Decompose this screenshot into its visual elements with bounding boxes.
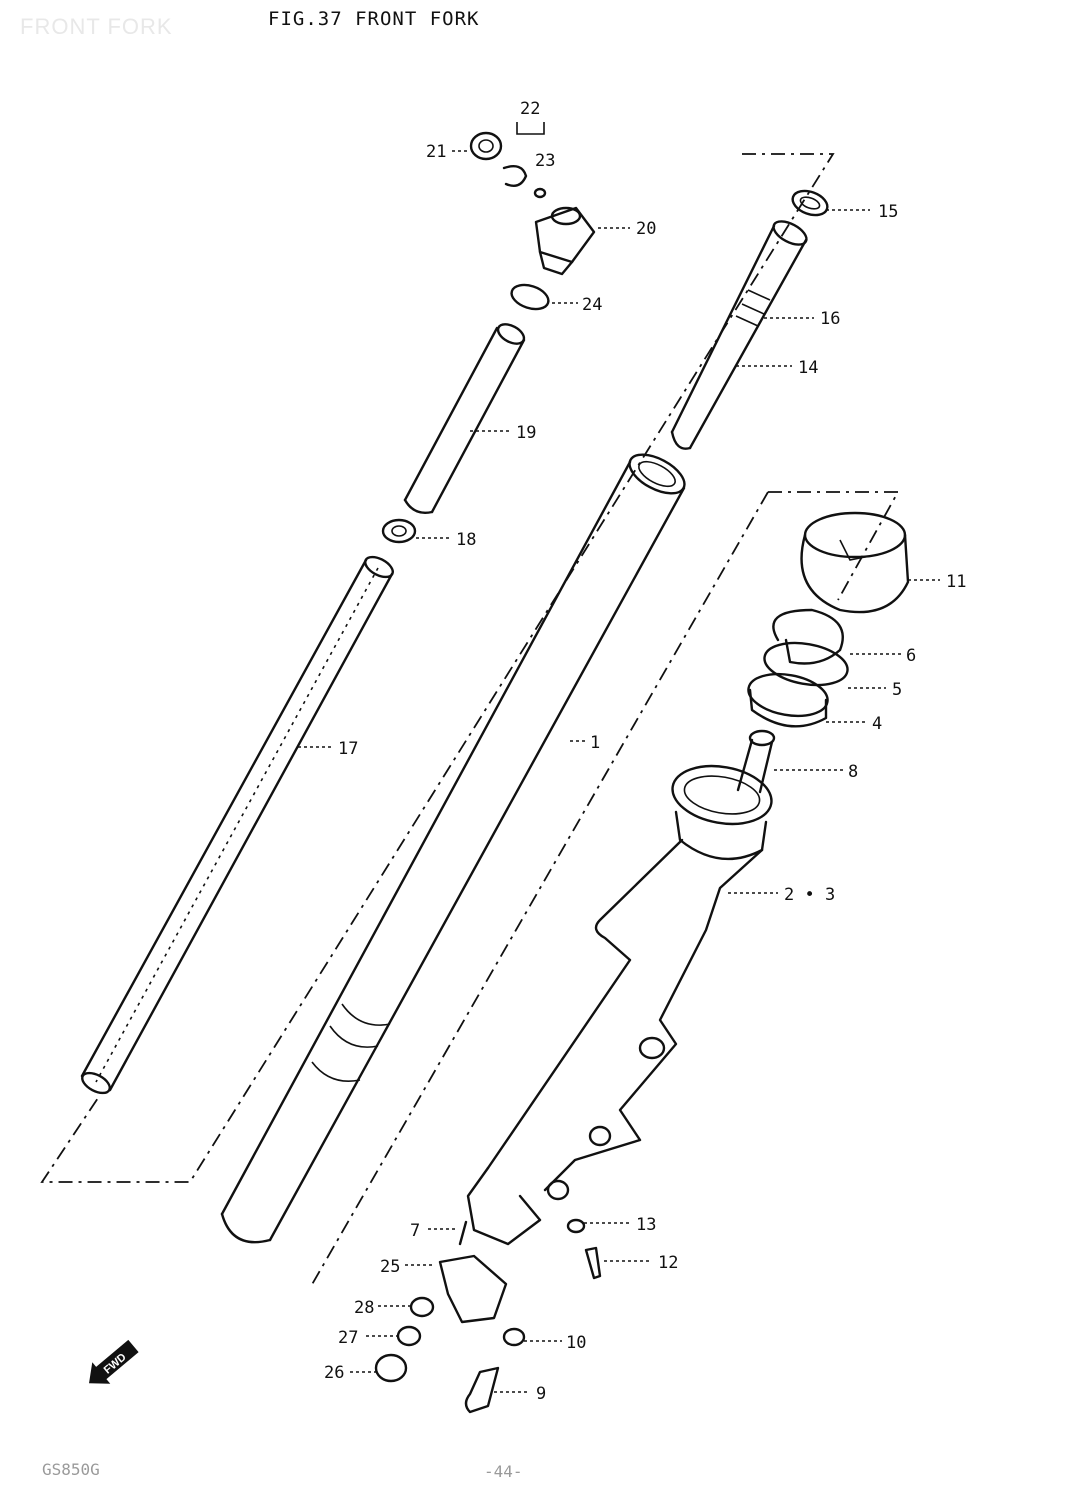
washer-28	[409, 1296, 435, 1318]
damper-bolt-9	[464, 1366, 500, 1414]
bracket-22	[516, 122, 545, 135]
outer-fork-tube	[466, 764, 773, 1246]
part-label-9: 9	[536, 1384, 546, 1404]
oil-seal-washer	[763, 641, 849, 687]
clip	[502, 165, 528, 187]
part-label-11: 11	[946, 572, 966, 592]
dust-cover	[800, 511, 910, 614]
part-label-1: 1	[590, 733, 600, 753]
part-label-4: 4	[872, 714, 882, 734]
axle-pinch-stud	[458, 1220, 468, 1246]
top-seal	[791, 189, 829, 217]
part-label-25: 25	[380, 1257, 400, 1277]
drain-screw-12	[584, 1246, 602, 1280]
part-label-24: 24	[582, 295, 602, 315]
part-label-27: 27	[338, 1328, 358, 1348]
o-ring	[510, 283, 550, 311]
part-label-28: 28	[354, 1298, 374, 1318]
oil-seal	[747, 672, 829, 728]
part-label-15: 15	[878, 202, 898, 222]
part-label-10: 10	[566, 1333, 586, 1353]
part-labels: 22 23 21 20 15 24 16 14 19 18 11 6 5 4 1…	[324, 99, 966, 1404]
model-code: GS850G	[42, 1460, 100, 1479]
watermark-text: FRONT FORK	[20, 14, 173, 39]
fwd-arrow-icon: FWD	[89, 1339, 139, 1384]
small-o-ring	[533, 187, 547, 199]
part-label-8: 8	[848, 762, 858, 782]
washer-27	[396, 1325, 422, 1347]
part-label-14: 14	[798, 358, 818, 378]
inner-fork-tube	[220, 453, 686, 1244]
part-label-18: 18	[456, 530, 476, 550]
part-label-17: 17	[338, 739, 358, 759]
assembly-group-lines	[40, 153, 900, 1289]
cap-bolt	[534, 206, 596, 276]
spacer-tube	[403, 323, 526, 514]
part-label-22: 22	[520, 99, 540, 119]
nut-26	[374, 1353, 408, 1383]
part-label-7: 7	[410, 1221, 420, 1241]
axle-holder	[438, 1254, 508, 1324]
page-number: -44-	[484, 1462, 523, 1481]
spring-seat-washer	[381, 518, 417, 544]
part-label-5: 5	[892, 680, 902, 700]
part-label-26: 26	[324, 1363, 344, 1383]
damper-rod	[670, 220, 808, 450]
part-label-12: 12	[658, 1253, 678, 1273]
gasket-13	[566, 1218, 586, 1234]
leader-lines	[298, 150, 940, 1393]
part-label-23: 23	[535, 151, 555, 171]
part-label-19: 19	[516, 423, 536, 443]
part-label-6: 6	[906, 646, 916, 666]
adjuster-knob	[469, 131, 503, 161]
part-label-21: 21	[426, 142, 446, 162]
snap-ring	[772, 608, 844, 665]
part-label-2-3: 2 • 3	[784, 885, 835, 905]
part-label-20: 20	[636, 219, 656, 239]
washer-10	[502, 1327, 526, 1347]
fork-spring	[80, 555, 394, 1095]
part-label-13: 13	[636, 1215, 656, 1235]
figure-title: FIG.37 FRONT FORK	[268, 8, 480, 30]
part-label-16: 16	[820, 309, 840, 329]
